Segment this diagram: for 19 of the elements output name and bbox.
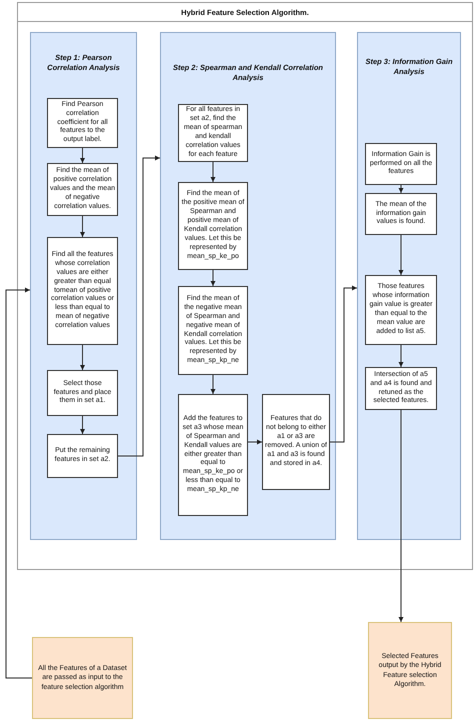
arrow bbox=[210, 162, 216, 182]
frame bbox=[17, 2, 473, 570]
step-panel bbox=[160, 32, 336, 540]
arrow bbox=[80, 216, 85, 238]
arrow bbox=[398, 410, 404, 622]
arrow bbox=[210, 374, 216, 394]
arrow bbox=[80, 416, 85, 434]
arrow bbox=[80, 148, 85, 164]
arrow bbox=[80, 344, 85, 370]
arrow bbox=[398, 234, 404, 276]
arrow bbox=[330, 286, 358, 442]
arrow bbox=[210, 270, 216, 286]
arrow bbox=[248, 440, 262, 444]
arrow bbox=[398, 344, 404, 368]
arrow bbox=[398, 184, 404, 194]
arrow bbox=[118, 156, 160, 456]
step-panel bbox=[30, 32, 137, 540]
arrow bbox=[6, 288, 32, 678]
step-panel bbox=[357, 32, 461, 540]
